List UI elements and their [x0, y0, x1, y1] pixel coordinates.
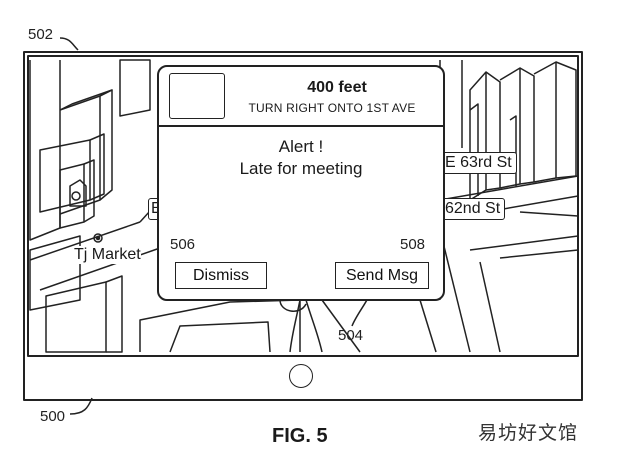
landmark-pin	[69, 179, 87, 207]
poi-label: Tj Market	[74, 246, 141, 264]
alert-popup: 400 feet TURN RIGHT ONTO 1ST AVE Alert !…	[157, 65, 445, 301]
leader-line-504	[351, 297, 369, 327]
poi-marker	[93, 233, 103, 243]
alert-title: Alert !	[278, 137, 324, 156]
street-label-63rd: E 63rd St	[440, 152, 517, 174]
street-label-62nd: 62nd St	[440, 198, 506, 220]
reference-numeral-500: 500	[40, 408, 66, 425]
circle-button-icon[interactable]	[289, 364, 313, 388]
leader-line-502	[59, 37, 79, 51]
turn-icon-frame	[169, 73, 225, 119]
alert-message: Late for meeting	[239, 159, 363, 178]
navigation-header: 400 feet TURN RIGHT ONTO 1ST AVE	[159, 67, 443, 127]
nav-distance: 400 feet	[307, 79, 367, 96]
send-msg-button[interactable]: Send Msg	[335, 262, 429, 289]
reference-numeral-506: 506	[170, 236, 196, 253]
device-outer-frame	[23, 51, 583, 401]
dismiss-button[interactable]: Dismiss	[175, 262, 267, 289]
nav-instruction: TURN RIGHT ONTO 1ST AVE	[248, 101, 416, 115]
watermark: 易坊好文馆	[478, 423, 579, 444]
reference-numeral-504: 504	[338, 327, 364, 344]
figure-caption: FIG. 5	[272, 425, 328, 447]
reference-numeral-502: 502	[28, 26, 54, 43]
center-road	[139, 299, 361, 353]
left-buildings	[29, 59, 151, 353]
reference-numeral-508: 508	[400, 236, 426, 253]
